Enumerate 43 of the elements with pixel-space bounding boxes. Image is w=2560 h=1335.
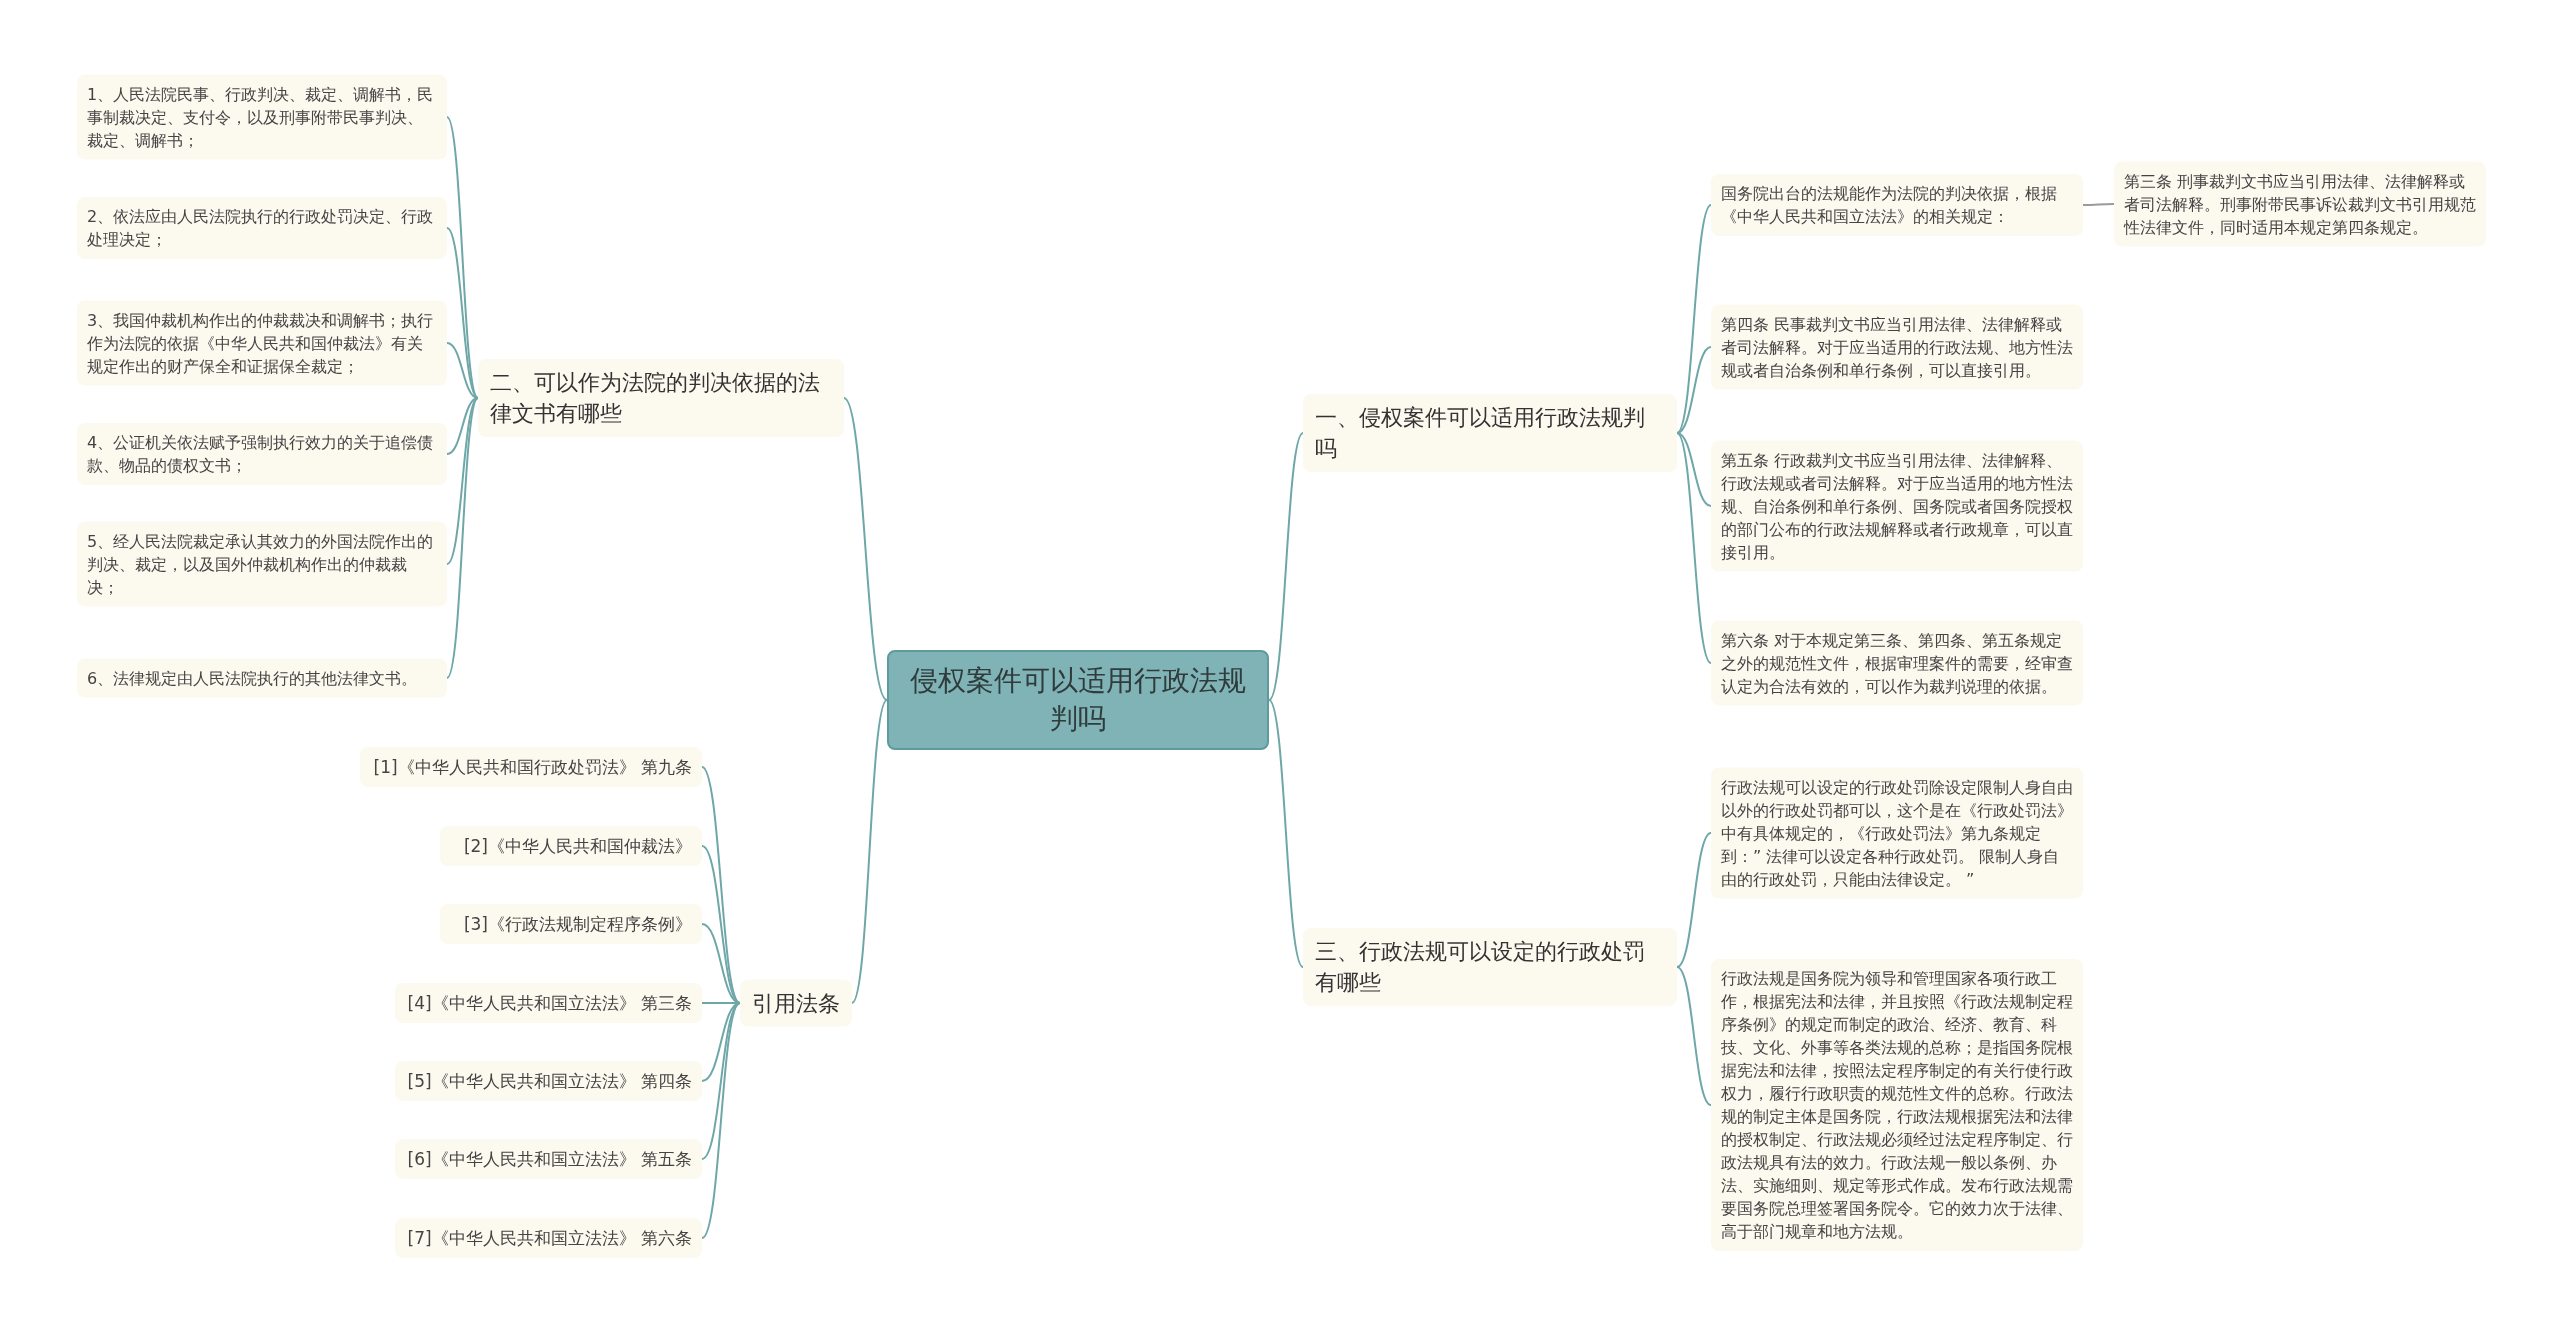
text-card: 第六条 对于本规定第三条、第四条、第五条规定之外的规范性文件，根据审理案件的需要，经审查认定为合法有效的，可以作为裁判说理的依据。 [1711, 620, 2083, 706]
connector-line [446, 227, 479, 399]
citation-card: [7]《中华人民共和国立法法》 第六条 [395, 1218, 702, 1258]
connector-line [2082, 203, 2115, 206]
citation-card: [1]《中华人民共和国行政处罚法》 第九条 [360, 747, 702, 787]
connector-line [1676, 346, 1712, 434]
text-card: 行政法规可以设定的行政处罚除设定限制人身自由以外的行政处罚都可以，这个是在《行政处罚法》中有具体规定的，《行政处罚法》第九条规定到：” 法律可以设定各种行政处罚。 限制人身自由的行政处罚，只能由法律设定。 ” [1711, 767, 2083, 899]
branch-topic: 一、侵权案件可以适用行政法规判吗 [1303, 394, 1677, 472]
connector-line [851, 699, 888, 1004]
text-card: 2、依法应由人民法院执行的行政处罚决定、行政处理决定； [77, 197, 447, 259]
connector-line [1676, 832, 1712, 968]
branch-topic: 二、可以作为法院的判决依据的法律文书有哪些 [478, 359, 844, 437]
central-topic: 侵权案件可以适用行政法规判吗 [887, 650, 1269, 750]
text-card: 第四条 民事裁判文书应当引用法律、法律解释或者司法解释。对于应当适用的行政法规、地方性法规或者自治条例和单行条例，可以直接引用。 [1711, 304, 2083, 390]
connector-line [1676, 204, 1712, 434]
connector-line [1676, 966, 1712, 1106]
text-card: 4、公证机关依法赋予强制执行效力的关于追偿债款、物品的债权文书； [77, 423, 447, 485]
connector-line [701, 923, 741, 1004]
branch-topic: 引用法条 [740, 979, 852, 1027]
connector-line [446, 397, 479, 679]
text-card: 5、经人民法院裁定承认其效力的外国法院作出的判决、裁定，以及国外仲裁机构作出的仲裁裁决； [77, 521, 447, 607]
text-card: 6、法律规定由人民法院执行的其他法律文书。 [77, 658, 447, 698]
text-card: 1、人民法院民事、行政判决、裁定、调解书，民事制裁决定、支付令，以及刑事附带民事判决、裁定、调解书； [77, 74, 447, 160]
citation-card: [3]《行政法规制定程序条例》 [440, 904, 702, 944]
connector-line [446, 342, 479, 399]
connector-line [1268, 699, 1304, 968]
branch-topic: 三、行政法规可以设定的行政处罚有哪些 [1303, 928, 1677, 1006]
connector-line [446, 397, 479, 565]
connector-line [701, 766, 741, 1004]
citation-card: [6]《中华人民共和国立法法》 第五条 [395, 1139, 702, 1179]
connector-line [843, 397, 888, 701]
citation-card: [4]《中华人民共和国立法法》 第三条 [395, 983, 702, 1023]
connector-line [701, 1002, 741, 1239]
text-card: 3、我国仲裁机构作出的仲裁裁决和调解书；执行作为法院的依据《中华人民共和国仲裁法》有关规定作出的财产保全和证据保全裁定； [77, 300, 447, 386]
connector-line [1676, 432, 1712, 664]
text-card: 行政法规是国务院为领导和管理国家各项行政工作，根据宪法和法律，并且按照《行政法规制定程序条例》的规定而制定的政治、经济、教育、科技、文化、外事等各类法规的总称；是指国务院根据宪法和法律，按照法定程序制定的有关行使行政权力，履行行政职责的规范性文件的总称。行政法规的制定主体是国务院，行政法规根据宪法和法律的授权制定、行政法规必须经过法定程序制定、行政法规具有法的效力。行政法规一般以条例、办法、实施细则、规定等形式作成。发布行政法规需要国务院总理签署国务院令。它的效力次于法律、高于部门规章和地方法规。 [1711, 959, 2083, 1251]
text-card: 国务院出台的法规能作为法院的判决依据，根据《中华人民共和国立法法》的相关规定： [1711, 174, 2083, 236]
citation-card: [2]《中华人民共和国仲裁法》 [440, 826, 702, 866]
connector-line [1268, 432, 1304, 701]
text-card: 第五条 行政裁判文书应当引用法律、法律解释、行政法规或者司法解释。对于应当适用的地方性法规、自治条例和单行条例、国务院或者国务院授权的部门公布的行政法规解释或者行政规章，可以直接引用。 [1711, 440, 2083, 572]
text-card: 第三条 刑事裁判文书应当引用法律、法律解释或者司法解释。刑事附带民事诉讼裁判文书引用规范性法律文件，同时适用本规定第四条规定。 [2114, 161, 2486, 247]
connector-line [1676, 432, 1712, 507]
citation-card: [5]《中华人民共和国立法法》 第四条 [395, 1061, 702, 1101]
